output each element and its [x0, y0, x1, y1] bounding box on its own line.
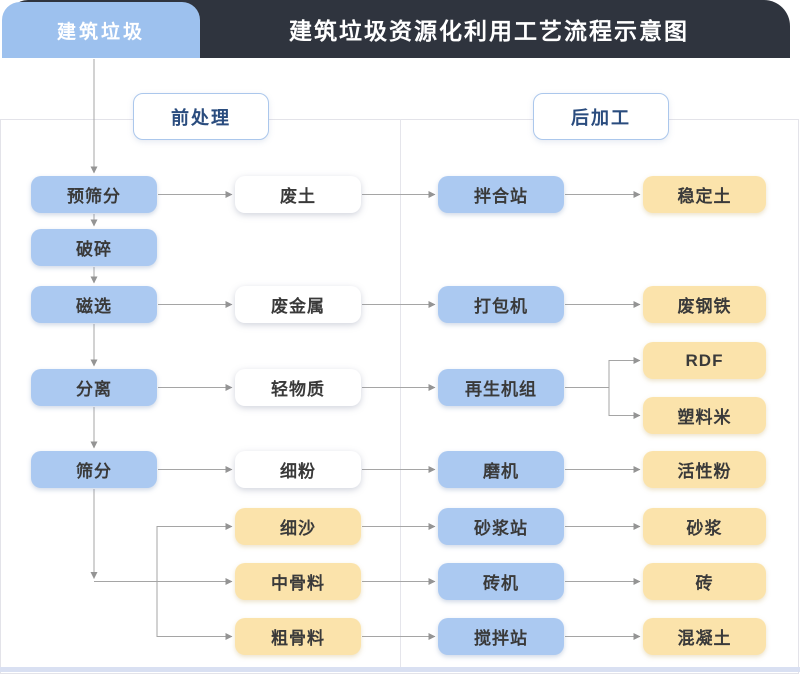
root-node-badge: 建筑垃圾 [2, 2, 200, 58]
node-screen: 筛分 [31, 451, 157, 488]
section-label-postprocessing: 后加工 [533, 93, 669, 140]
node-brick_machine: 砖机 [438, 563, 564, 600]
node-fine_powder: 细粉 [235, 451, 361, 488]
node-regen_unit: 再生机组 [438, 369, 564, 406]
diagram-title: 建筑垃圾资源化利用工艺流程示意图 [289, 18, 689, 44]
section-label-pretreatment: 前处理 [133, 93, 269, 140]
node-concrete: 混凝土 [643, 618, 766, 655]
section-divider-line [400, 119, 401, 672]
node-crush: 破碎 [31, 229, 157, 266]
node-active_powder: 活性粉 [643, 451, 766, 488]
node-light_matter: 轻物质 [235, 369, 361, 406]
node-separate: 分离 [31, 369, 157, 406]
node-fine_sand: 细沙 [235, 508, 361, 545]
bottom-accent-strip [0, 667, 800, 672]
node-baler: 打包机 [438, 286, 564, 323]
node-rdf: RDF [643, 342, 766, 379]
node-waste_metal: 废金属 [235, 286, 361, 323]
node-coarse_aggregate: 粗骨料 [235, 618, 361, 655]
node-mid_aggregate: 中骨料 [235, 563, 361, 600]
node-scrap_steel: 废钢铁 [643, 286, 766, 323]
diagram-panel [0, 119, 799, 674]
node-pre_screen: 预筛分 [31, 176, 157, 213]
node-mortar: 砂浆 [643, 508, 766, 545]
node-brick: 砖 [643, 563, 766, 600]
node-waste_soil: 废土 [235, 176, 361, 213]
node-stable_soil: 稳定土 [643, 176, 766, 213]
node-mixer_station: 搅拌站 [438, 618, 564, 655]
node-plastic_pellets: 塑料米 [643, 397, 766, 434]
node-mill: 磨机 [438, 451, 564, 488]
node-mixing_station: 拌合站 [438, 176, 564, 213]
node-mortar_station: 砂浆站 [438, 508, 564, 545]
node-magnetic: 磁选 [31, 286, 157, 323]
